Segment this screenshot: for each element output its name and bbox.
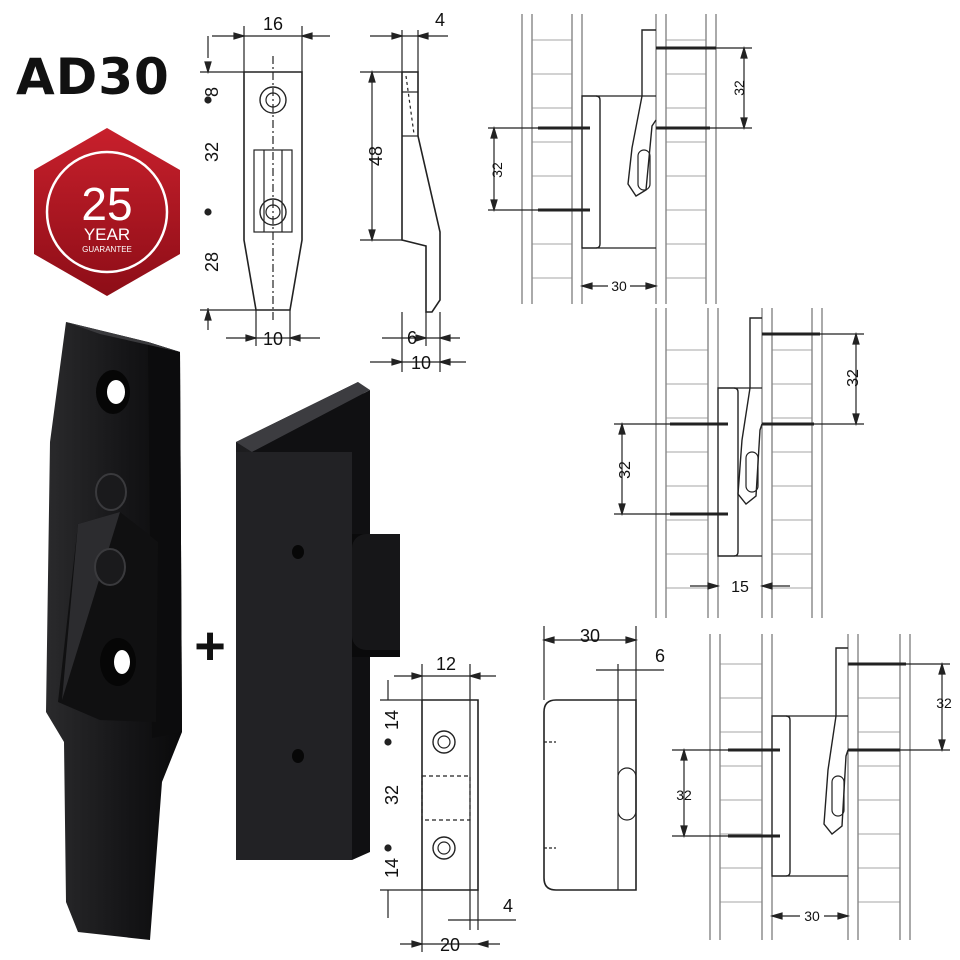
product-model-title: AD30 <box>16 48 170 106</box>
hook-side-view: 4 48 6 10 <box>360 10 466 373</box>
badge-years: 25 <box>81 178 132 230</box>
badge-year-word: YEAR <box>84 225 130 244</box>
install-c-screw-spacing-left: 32 <box>676 787 692 803</box>
installation-b: 32 32 15 <box>614 308 864 618</box>
dim-hook-base-depth: 10 <box>411 353 431 373</box>
hook-photo <box>46 322 182 940</box>
dim-hook-lower-height: 28 <box>202 252 222 272</box>
dim-plate-edge-bottom: 14 <box>382 858 402 878</box>
plate-front-view: 12 14 32 14 4 20 <box>380 654 516 955</box>
installation-a: 32 32 30 <box>488 14 752 304</box>
plate-side-view: 30 6 <box>541 626 665 891</box>
install-b-screw-spacing-left: 32 <box>617 461 634 479</box>
install-b-gap: 15 <box>731 579 749 596</box>
badge-ring <box>45 150 169 274</box>
dim-plate-width: 12 <box>436 654 456 674</box>
dim-plate-depth: 30 <box>580 626 600 646</box>
dim-hook-length: 48 <box>366 146 386 166</box>
dim-plate-offset: 4 <box>503 896 513 916</box>
installation-c: 32 32 30 <box>672 634 952 940</box>
dim-hook-hole-spacing: 32 <box>202 142 222 162</box>
hook-front-view: 16 8 32 28 10 <box>200 14 330 349</box>
install-a-screw-spacing-left: 32 <box>489 162 505 178</box>
dim-plate-edge-top: 14 <box>382 710 402 730</box>
dim-hook-width-bottom: 10 <box>263 329 283 349</box>
dim-hook-hole-offset: 8 <box>202 87 222 97</box>
dim-hook-tip-thickness: 6 <box>407 328 417 348</box>
product-photos: + <box>46 322 400 940</box>
badge-hexagon <box>34 128 180 296</box>
dim-plate-overall-width: 20 <box>440 935 460 955</box>
dim-hook-width-top: 16 <box>263 14 283 34</box>
install-b-screw-spacing-right: 32 <box>845 369 862 387</box>
install-a-gap: 30 <box>611 278 627 294</box>
install-a-screw-spacing-right: 32 <box>731 80 747 96</box>
install-c-screw-spacing-right: 32 <box>936 695 952 711</box>
plate-photo <box>236 382 400 860</box>
dim-plate-slot-offset: 6 <box>655 646 665 666</box>
install-c-gap: 30 <box>804 908 820 924</box>
dim-hook-top-thickness: 4 <box>435 10 445 30</box>
badge-guarantee-text: GUARANTEE <box>82 245 132 254</box>
guarantee-badge: 25 YEAR GUARANTEE <box>34 128 180 296</box>
plus-sign: + <box>194 616 226 676</box>
dim-plate-hole-spacing: 32 <box>382 785 402 805</box>
